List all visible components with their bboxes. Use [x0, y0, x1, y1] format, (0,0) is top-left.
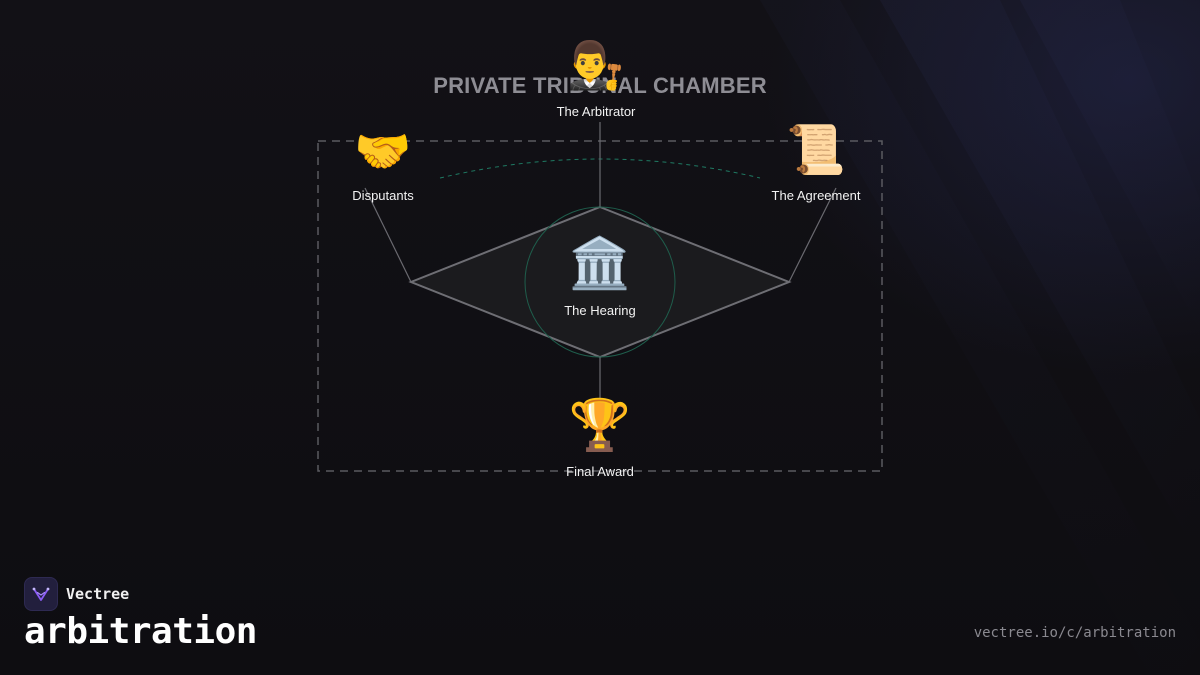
node-arbitrator: 👨‍⚖️ The Arbitrator	[557, 42, 636, 119]
node-disputants: 🤝 Disputants	[352, 128, 413, 203]
judge-icon: 👨‍⚖️	[567, 38, 625, 92]
connector-disputants	[364, 187, 412, 283]
diagram-title: PRIVATE TRIBUNAL CHAMBER	[433, 73, 767, 98]
award-label: Final Award	[566, 464, 634, 479]
courthouse-icon: 🏛️	[568, 234, 632, 292]
topic-title: arbitration	[24, 611, 257, 652]
node-award: 🏆 Final Award	[566, 400, 634, 479]
handshake-icon: 🤝	[354, 124, 412, 178]
brand: Vectree	[24, 577, 129, 611]
disputants-label: Disputants	[352, 188, 414, 203]
connector-agreement	[788, 187, 837, 283]
agreement-label: The Agreement	[771, 188, 861, 203]
node-agreement: 📜 The Agreement	[772, 126, 861, 203]
hearing-label: The Hearing	[564, 303, 636, 318]
trophy-icon: 🏆	[568, 396, 632, 454]
node-hearing: 🏛️ The Hearing	[564, 238, 636, 318]
topic-url[interactable]: vectree.io/c/arbitration	[973, 625, 1176, 641]
scroll-icon: 📜	[786, 122, 846, 178]
hearing-ring	[524, 206, 676, 358]
vectree-logo-icon	[24, 577, 58, 611]
brand-name: Vectree	[66, 585, 130, 603]
arbitrator-label: The Arbitrator	[556, 104, 636, 119]
